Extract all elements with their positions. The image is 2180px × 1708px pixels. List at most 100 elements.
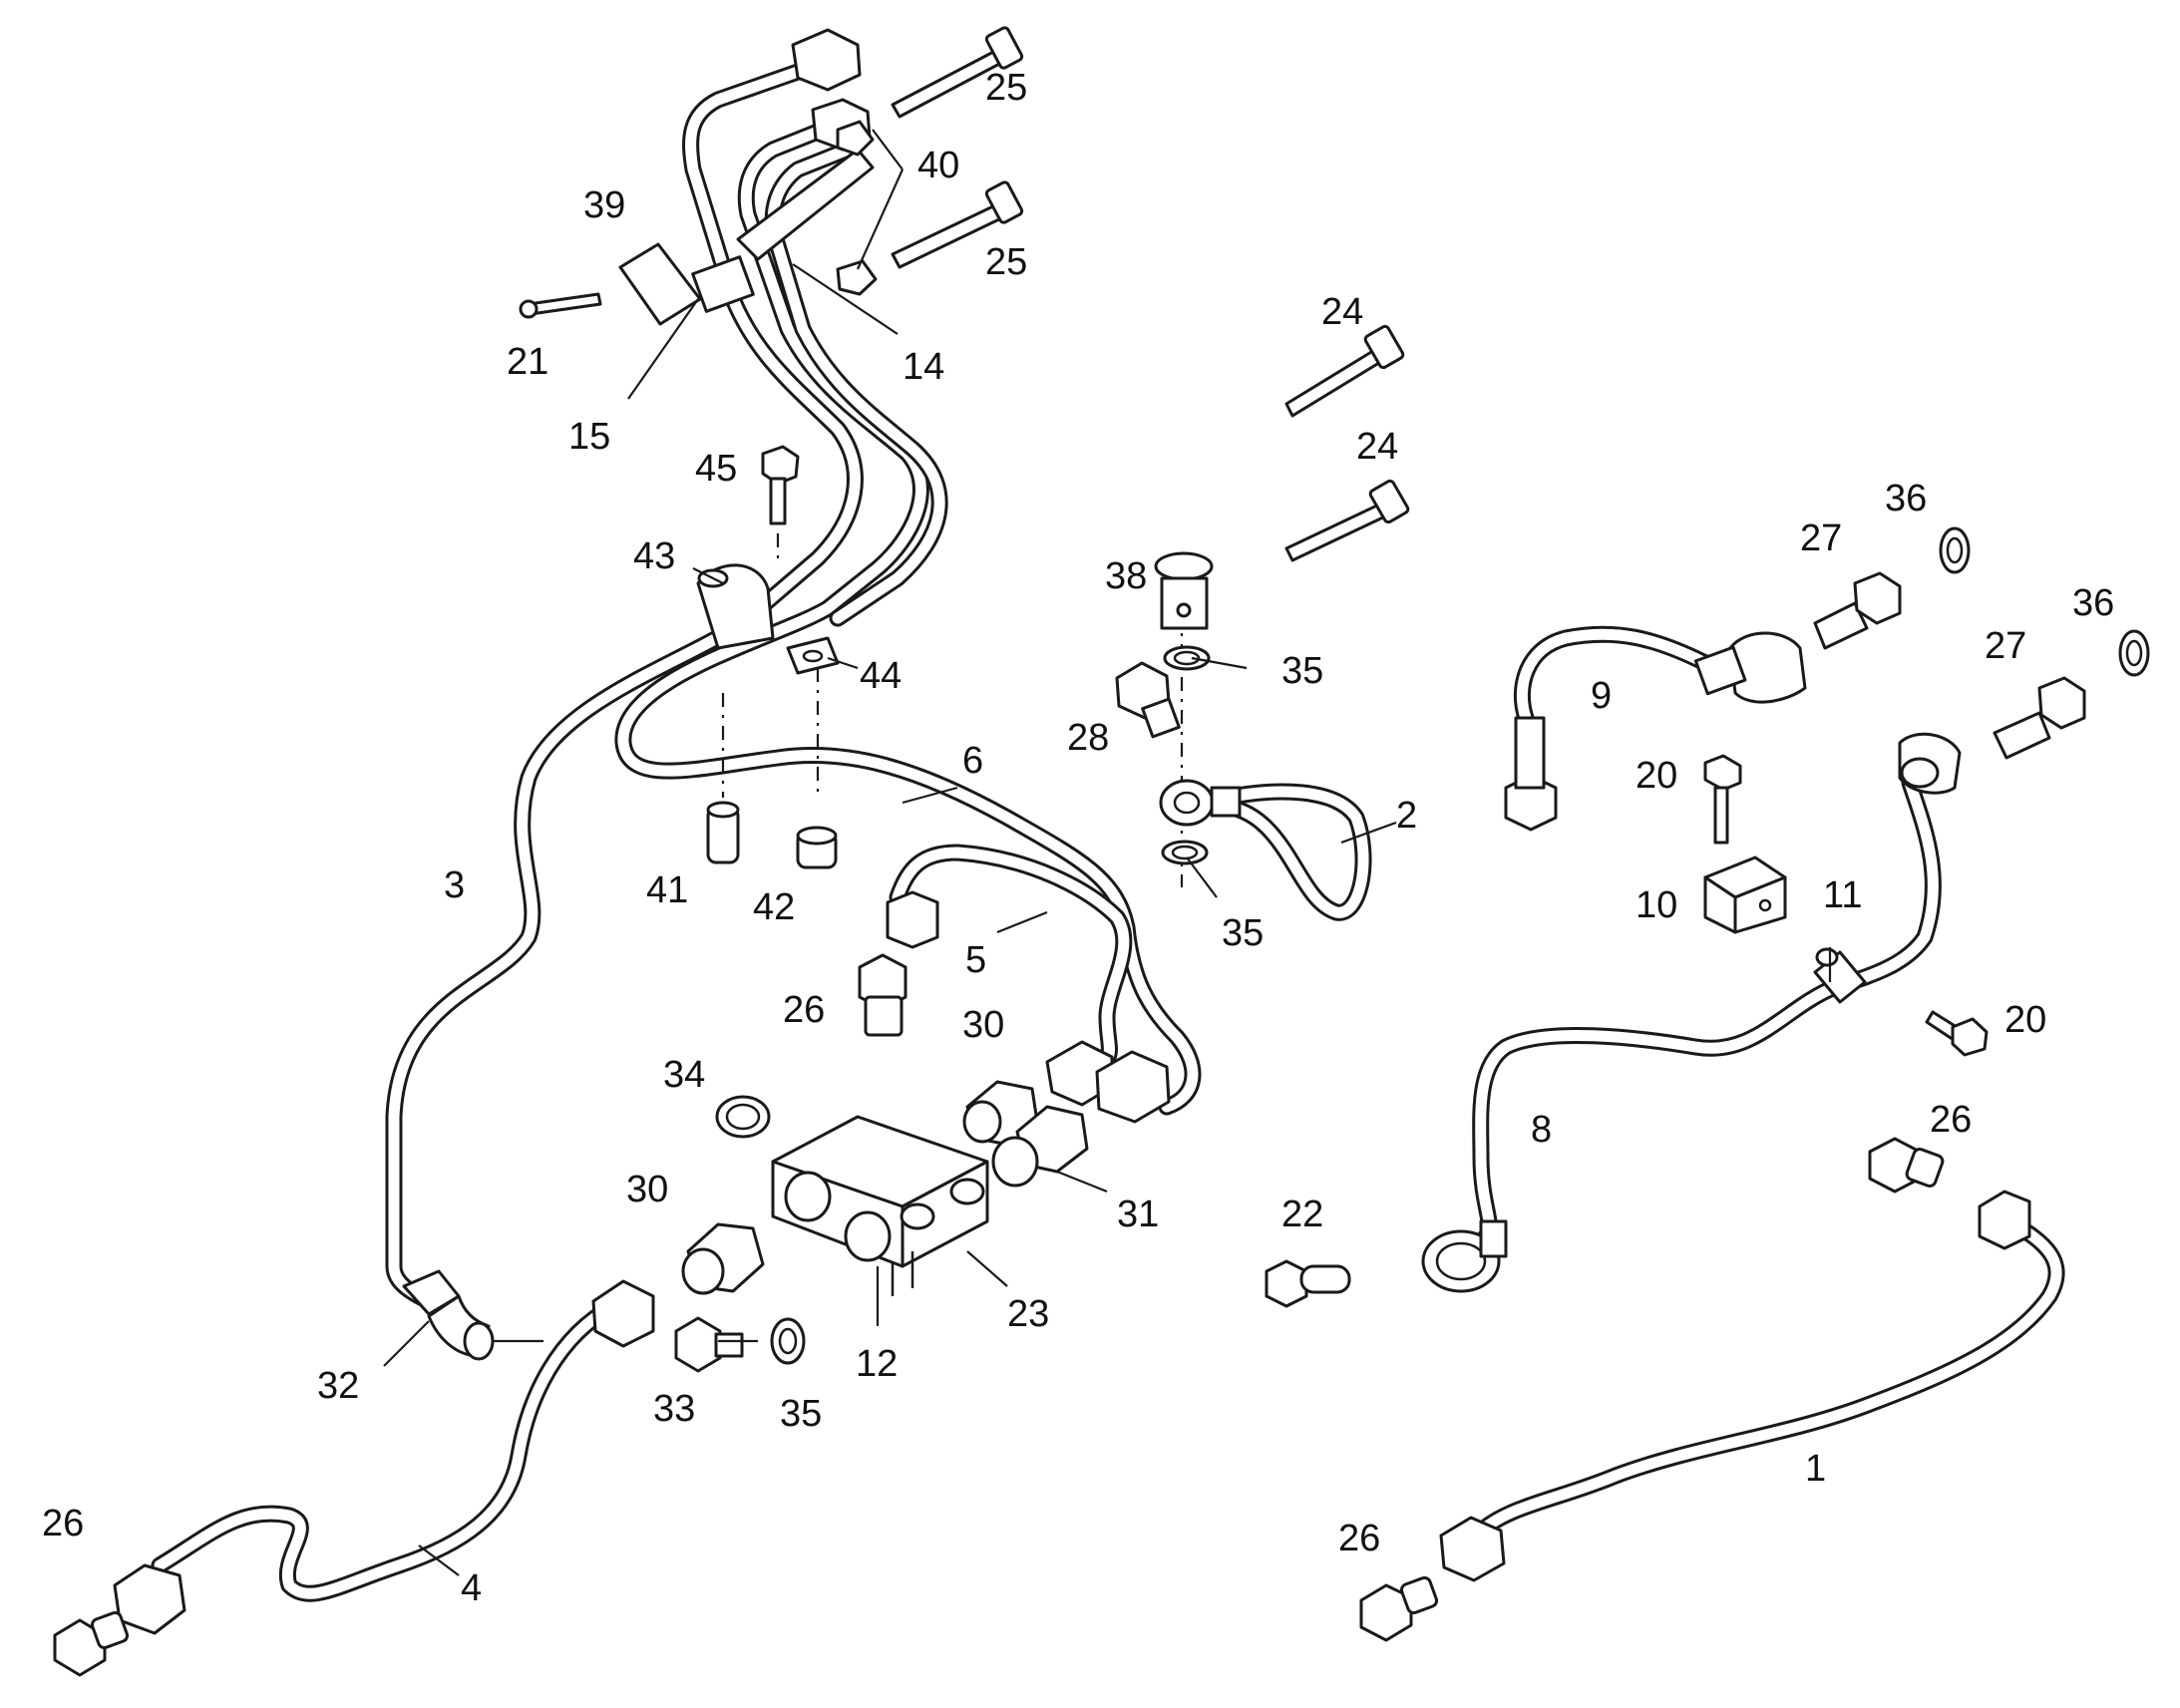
fitting-26 <box>1868 1137 1945 1194</box>
washer-35 <box>770 1317 806 1365</box>
adapter-28 <box>1115 661 1181 739</box>
callout-45: 45 <box>695 448 737 490</box>
callout-20-a: 20 <box>1635 755 1677 797</box>
hose-8 <box>1472 774 1942 1245</box>
callout-9: 9 <box>1591 675 1612 717</box>
fitting-26 <box>1359 1575 1439 1642</box>
callout-5: 5 <box>965 939 986 981</box>
clamp-11 <box>1813 947 1867 1004</box>
distribution-block-12 <box>771 1115 989 1296</box>
pipe-2 <box>1213 783 1372 921</box>
callout-1: 1 <box>1805 1448 1826 1490</box>
spacer-41 <box>706 801 740 864</box>
callout-33: 33 <box>653 1388 695 1430</box>
hose-fitting <box>1693 631 1807 704</box>
callout-6: 6 <box>962 740 983 782</box>
callout-41: 41 <box>646 869 688 911</box>
pipe-nut <box>1978 1190 2031 1250</box>
fitting-30 <box>681 1222 765 1295</box>
elbow-32 <box>402 1269 544 1361</box>
callout-44: 44 <box>860 655 902 697</box>
callout-40: 40 <box>917 145 959 186</box>
callout-8: 8 <box>1531 1109 1552 1151</box>
clamp-bracket <box>691 120 878 313</box>
pipe-5 <box>764 141 1133 1076</box>
callout-2: 2 <box>1396 795 1417 837</box>
sensor-22 <box>1265 1259 1351 1308</box>
callout-43: 43 <box>633 535 675 577</box>
fitting-26 <box>53 1610 130 1677</box>
callout-26-a: 26 <box>783 989 825 1031</box>
pipe-nut <box>113 1563 186 1635</box>
block-10 <box>1703 855 1787 934</box>
fitting-33 <box>674 1316 744 1373</box>
callout-4: 4 <box>461 1567 482 1609</box>
callout-25-a: 25 <box>985 67 1027 109</box>
callout-10: 10 <box>1635 884 1677 926</box>
bolt-24 <box>1284 479 1410 562</box>
callout-24-a: 24 <box>1321 291 1363 333</box>
callout-28: 28 <box>1067 717 1109 759</box>
callout-32: 32 <box>317 1365 359 1407</box>
callout-22: 22 <box>1281 1194 1323 1235</box>
callout-35-b: 35 <box>1222 912 1264 954</box>
washer-35 <box>1163 645 1211 671</box>
adapter-27 <box>1993 676 2086 760</box>
banjo-bolt-38 <box>1154 551 1214 630</box>
callout-36-b: 36 <box>2072 582 2114 624</box>
fitting-31 <box>991 1105 1089 1188</box>
callout-25-b: 25 <box>985 241 1027 283</box>
callout-21: 21 <box>507 341 548 383</box>
callout-24-b: 24 <box>1356 426 1398 468</box>
pipe-nut <box>886 890 1171 1124</box>
label-plate-39 <box>618 242 702 326</box>
callout-38: 38 <box>1105 555 1147 597</box>
bracket-43 <box>696 563 775 650</box>
hose-fitting <box>1504 716 1558 832</box>
callout-30-b: 30 <box>626 1169 668 1210</box>
pipe-nut <box>1439 1516 1506 1582</box>
callout-30-a: 30 <box>962 1004 1004 1046</box>
callout-42: 42 <box>753 886 795 928</box>
callout-14: 14 <box>903 346 944 388</box>
adapter-27 <box>1813 571 1902 650</box>
callout-39: 39 <box>583 184 625 226</box>
pipe-4 <box>151 1297 622 1602</box>
callout-31: 31 <box>1117 1194 1159 1235</box>
bolt-25 <box>891 26 1024 119</box>
pipe-nut <box>591 1279 655 1348</box>
bolt-24 <box>1284 324 1405 418</box>
hose-9 <box>1513 625 1714 727</box>
washer-35 <box>1161 840 1209 865</box>
washer-36 <box>2118 629 2150 677</box>
screw-21 <box>519 292 602 319</box>
callout-35-a: 35 <box>1281 650 1323 692</box>
callout-23: 23 <box>1007 1293 1049 1335</box>
callout-15: 15 <box>568 416 610 458</box>
leader-lines <box>383 129 1832 1576</box>
callout-27-a: 27 <box>1800 517 1842 559</box>
callout-labels: 1 2 3 4 5 6 8 9 10 11 12 14 15 20 20 21 … <box>42 67 2114 1609</box>
callout-36-a: 36 <box>1885 478 1927 519</box>
spacer-42 <box>796 826 838 869</box>
plug-34 <box>715 1095 771 1139</box>
hose-fitting <box>1898 732 1962 795</box>
bolt-20 <box>1925 1010 1989 1057</box>
bolt-25 <box>891 180 1024 269</box>
callout-27-b: 27 <box>1985 625 2026 667</box>
callout-35-c: 35 <box>780 1393 822 1435</box>
bracket-44 <box>786 636 840 675</box>
fitting-26 <box>858 953 908 1037</box>
callout-3: 3 <box>444 864 465 906</box>
washer-36 <box>1939 526 1971 574</box>
callout-11: 11 <box>1823 874 1862 916</box>
callout-26-c: 26 <box>42 1503 84 1544</box>
hose-fitting <box>1421 1219 1508 1293</box>
callout-34: 34 <box>663 1054 705 1096</box>
banjo-fitting <box>1159 779 1242 827</box>
callout-12: 12 <box>856 1343 898 1385</box>
callout-20-b: 20 <box>2004 999 2046 1041</box>
bolt-45 <box>761 445 800 525</box>
callout-26-d: 26 <box>1338 1518 1380 1559</box>
